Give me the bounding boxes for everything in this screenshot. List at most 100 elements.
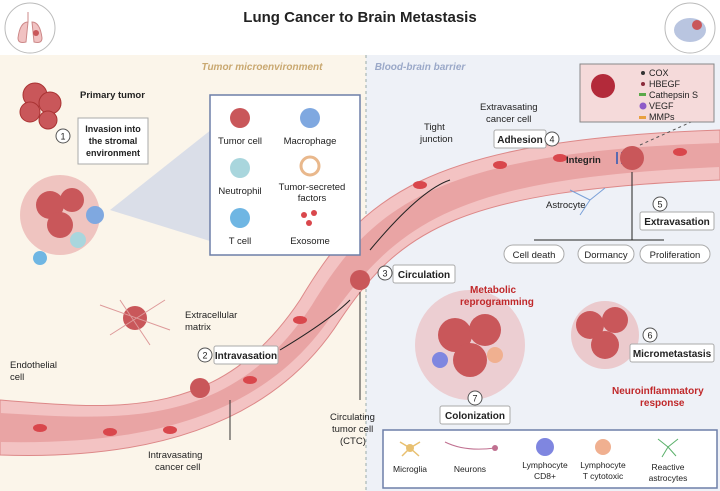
step-3-number: 3 <box>382 269 387 279</box>
step-2-label: Intravasation <box>215 351 277 362</box>
invasion-box <box>77 117 149 165</box>
factor-hbegf: HBEGF <box>649 79 681 89</box>
tumor-cell-icon <box>230 108 250 128</box>
ecm-label-2: matrix <box>185 322 211 333</box>
primary-tumor <box>19 82 62 130</box>
lymphocyte-cd8-icon <box>536 438 554 456</box>
legend-tumor-cell: Tumor cell <box>218 136 262 147</box>
step-7-badge <box>467 390 483 406</box>
legend-neutrophil: Neutrophil <box>218 186 261 197</box>
legend-tcyto-1: Lymphocyte <box>580 460 626 470</box>
primary-tumor-label: Primary tumor <box>80 90 145 101</box>
exosome-icon <box>301 210 317 226</box>
step-7-label: Colonization <box>445 411 505 422</box>
step-6-number: 6 <box>647 331 652 341</box>
factor-mmps: MMPs <box>649 112 675 122</box>
step-5-number: 5 <box>657 200 662 210</box>
step-4-badge <box>544 131 560 147</box>
step-2-badge <box>197 347 213 363</box>
neurons-icon <box>444 441 496 450</box>
lymphocyte-t-cytotoxic-icon <box>595 439 611 455</box>
factor-cathepsin-s: Cathepsin S <box>649 90 698 100</box>
legend-reactive-2: astrocytes <box>649 473 688 483</box>
step-6-badge <box>642 327 658 343</box>
step-3-label: Circulation <box>398 270 450 281</box>
extravasating-label-2: cancer cell <box>486 114 531 125</box>
astrocyte-icon <box>569 187 606 216</box>
intravasating-label-1: Intravasating <box>148 450 202 461</box>
extravasating-cell <box>620 146 644 170</box>
tight-junction-label-1: Tight <box>424 122 445 133</box>
step-7-number: 7 <box>472 394 477 404</box>
secreting-tumor-cell-icon <box>591 74 615 98</box>
ctc-label-2: tumor cell <box>332 424 373 435</box>
step-3-badge <box>377 265 393 281</box>
step-4-label: Adhesion <box>497 135 543 146</box>
tight-junction-label-2: junction <box>419 134 453 145</box>
step-2-number: 2 <box>202 351 207 361</box>
legend-neurons: Neurons <box>454 464 486 474</box>
legend-cd8-2: CD8+ <box>534 471 556 481</box>
outcome-dormancy <box>577 244 635 264</box>
outcome-proliferation <box>639 244 711 264</box>
step-5-label: Extravasation <box>644 217 710 228</box>
legend-macrophage: Macrophage <box>284 136 337 147</box>
step-3-box <box>392 264 456 284</box>
invasion-label-3: environment <box>86 148 140 158</box>
legend-factors-2: factors <box>298 193 327 204</box>
legend-cd8-1: Lymphocyte <box>522 460 568 470</box>
reactive-astrocytes-icon <box>657 438 679 458</box>
intravasating-cell <box>190 378 210 398</box>
dormancy-label: Dormancy <box>584 250 628 261</box>
step-2-box <box>213 345 279 365</box>
section-label-bbb: Blood-brain barrier <box>375 62 467 73</box>
brain-icon <box>664 2 716 54</box>
tumor-secreted-factors-icon <box>299 155 321 177</box>
step-5-badge <box>652 196 668 212</box>
legend-reactive-1: Reactive <box>651 462 684 472</box>
step-1-number: 1 <box>60 132 65 142</box>
factor-vegf: VEGF <box>649 101 674 111</box>
factor-cox: COX <box>649 68 669 78</box>
red-blood-cells <box>33 148 687 436</box>
endothelial-label-1: Endothelial <box>10 360 57 371</box>
legend-t-cell: T cell <box>229 236 252 247</box>
step-5-box <box>639 211 715 231</box>
circulating-tumor-cell <box>350 270 370 290</box>
neuroinflammatory-label-1: Neuroinflammatory <box>612 386 704 397</box>
extracellular-matrix <box>99 299 171 346</box>
metabolic-label-2: reprogramming <box>460 297 534 308</box>
integrin-label: Integrin <box>566 155 601 166</box>
tme-legend-items: Tumor cell Macrophage Neutrophil Tumor-s… <box>218 108 345 247</box>
ecm-label-1: Extracellular <box>185 310 237 321</box>
astrocyte-label: Astrocyte <box>546 200 586 211</box>
colonization-cluster <box>415 290 525 400</box>
micrometastasis-cluster <box>571 301 639 369</box>
microglia-icon <box>399 441 421 457</box>
intravasating-label-2: cancer cell <box>155 462 200 473</box>
circulation-arrow <box>279 179 451 351</box>
legend-tcyto-2: T cytotoxic <box>583 471 624 481</box>
step-1-badge <box>55 128 71 144</box>
metabolic-label-1: Metabolic <box>470 285 517 296</box>
neutrophil-icon <box>230 158 250 178</box>
ctc-label-1: Circulating <box>330 412 375 423</box>
section-label-tme: Tumor microenvironment <box>202 62 324 73</box>
step-4-number: 4 <box>549 135 554 145</box>
macrophage-icon <box>300 108 320 128</box>
cell-death-label: Cell death <box>513 250 556 261</box>
factors-legend-items: COX HBEGF Cathepsin S VEGF MMPs <box>639 68 698 122</box>
ctc-label-3: (CTC) <box>340 436 366 447</box>
lung-icon <box>4 2 56 54</box>
endothelial-label-2: cell <box>10 372 24 383</box>
invasion-label-2: the stromal <box>89 136 138 146</box>
legend-factors-1: Tumor-secreted <box>279 182 346 193</box>
neuroinflammatory-label-2: response <box>640 398 685 409</box>
step-7-box <box>439 405 511 425</box>
step-6-box <box>629 343 715 363</box>
t-cell-icon <box>230 208 250 228</box>
legend-exosome: Exosome <box>290 236 330 247</box>
invading-tumor-mass <box>20 175 104 265</box>
outcome-cell-death <box>503 244 565 264</box>
